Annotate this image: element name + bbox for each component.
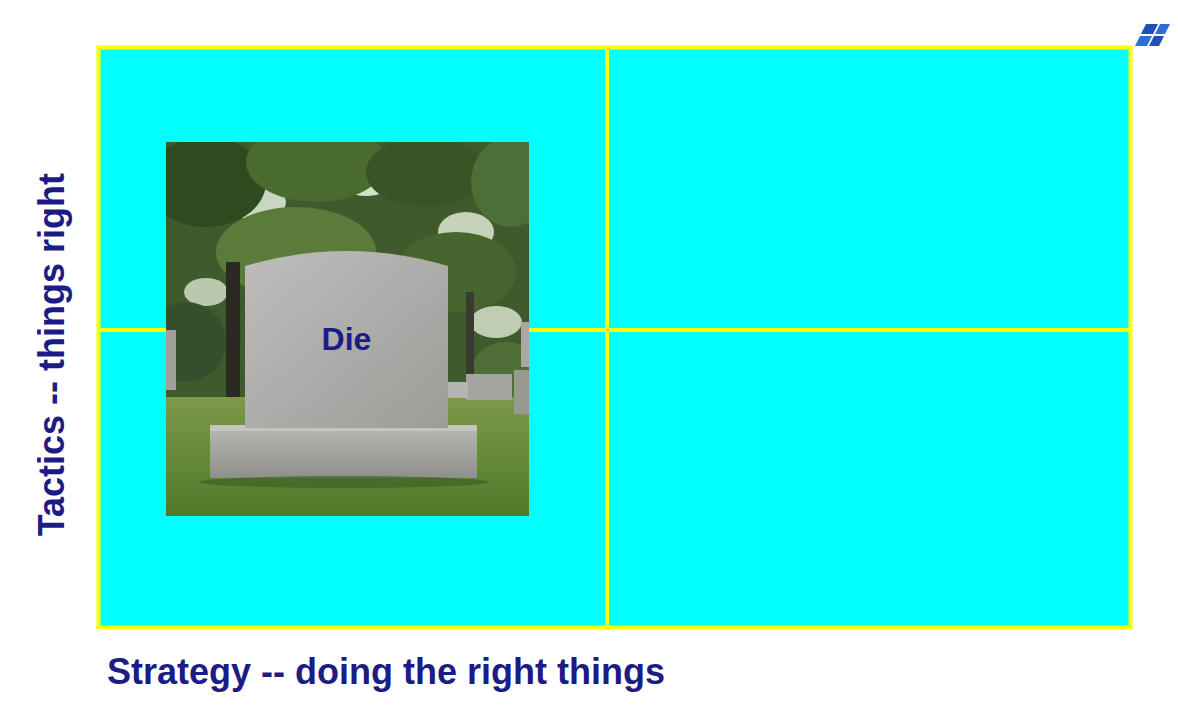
- headstone-inscription: Die: [322, 321, 372, 358]
- axis-label: Tactics -- things right: [31, 173, 72, 536]
- grid-divider: [605, 47, 609, 628]
- headstone-base: [199, 425, 489, 488]
- headstone: Die: [245, 250, 448, 428]
- company-logo: [1135, 24, 1170, 46]
- grid-background: [99, 48, 1131, 628]
- axis-label: Strategy -- doing the right things: [107, 651, 665, 692]
- headstone-body: [245, 251, 448, 428]
